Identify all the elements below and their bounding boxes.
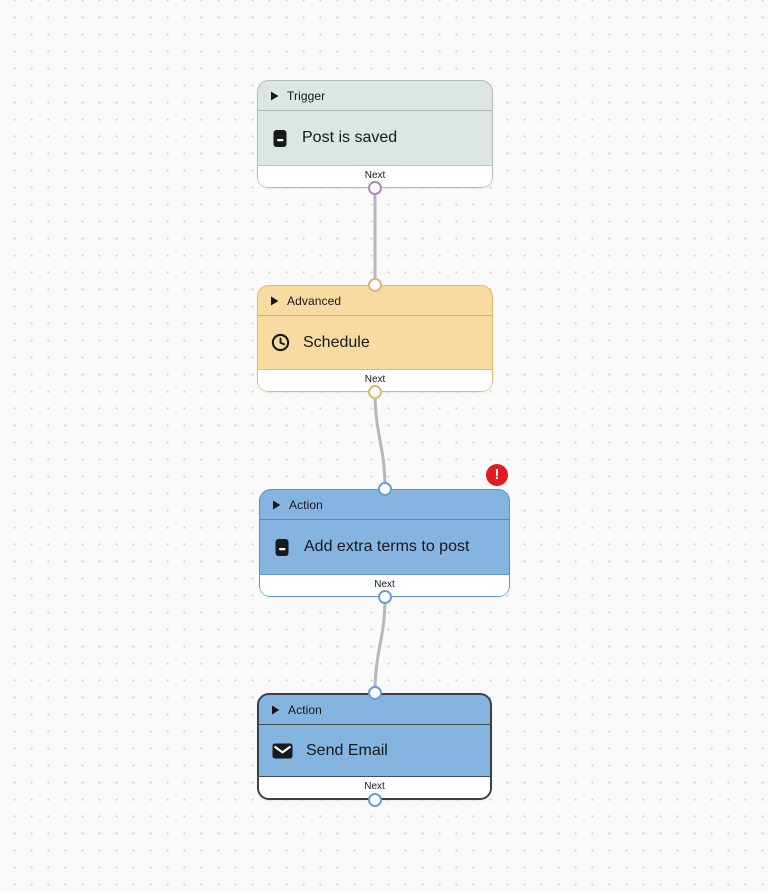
node-title: Schedule (303, 333, 370, 351)
node-trigger-post-is-saved[interactable]: Trigger Post is saved Next (257, 80, 493, 188)
node-body: Send Email (259, 725, 490, 776)
node-category-label: Action (289, 498, 323, 512)
node-action-send-email[interactable]: Action Send Email Next (257, 693, 492, 800)
connection-action-action[interactable] (373, 595, 387, 695)
output-slot-label: Next (259, 776, 490, 798)
node-header-toggle[interactable]: Trigger (258, 81, 492, 111)
output-slot-label: Next (260, 574, 509, 596)
node-advanced-schedule[interactable]: Advanced Schedule Next (257, 285, 493, 392)
node-title: Post is saved (302, 129, 398, 146)
output-slot-label: Next (258, 369, 492, 391)
error-badge[interactable]: ! (486, 464, 508, 486)
output-port-action-add-terms-next[interactable] (378, 590, 392, 604)
node-category-label: Trigger (287, 89, 326, 103)
node-category-label: Advanced (287, 294, 342, 308)
mail-icon (272, 743, 293, 759)
document-icon (273, 538, 291, 557)
clock-icon (271, 333, 290, 352)
collapse-caret-icon (270, 296, 279, 306)
input-port-advanced[interactable] (368, 278, 382, 292)
node-header-toggle[interactable]: Action (260, 490, 509, 520)
collapse-caret-icon (272, 500, 281, 510)
input-port-action-add-terms[interactable] (378, 482, 392, 496)
collapse-caret-icon (271, 705, 280, 715)
connection-advanced-action[interactable] (373, 390, 387, 491)
collapse-caret-icon (270, 91, 279, 101)
node-header-toggle[interactable]: Advanced (258, 286, 492, 316)
node-header-toggle[interactable]: Action (259, 695, 490, 725)
node-title: Add extra terms to post (304, 538, 470, 555)
node-body: Add extra terms to post (260, 520, 509, 574)
output-port-trigger-next[interactable] (368, 181, 382, 195)
node-title: Send Email (306, 741, 388, 759)
node-body: Schedule (258, 316, 492, 369)
output-port-advanced-next[interactable] (368, 385, 382, 399)
node-category-label: Action (288, 703, 322, 717)
document-icon (271, 129, 289, 148)
output-port-action-send-email-next[interactable] (368, 793, 382, 807)
node-body: Post is saved (258, 111, 492, 165)
node-action-add-extra-terms[interactable]: Action Add extra terms to post Next (259, 489, 510, 597)
input-port-action-send-email[interactable] (368, 686, 382, 700)
output-slot-label: Next (258, 165, 492, 187)
